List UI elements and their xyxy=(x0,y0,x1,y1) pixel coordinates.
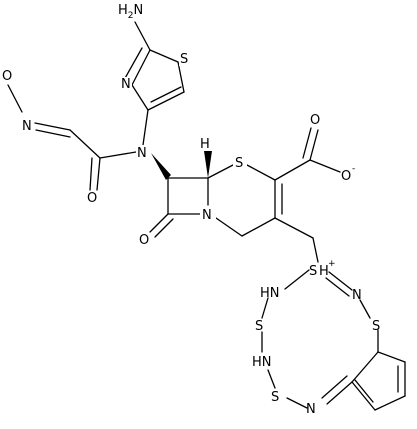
bond xyxy=(267,369,276,389)
bond xyxy=(325,277,350,297)
bond xyxy=(359,299,371,319)
label-ring-h: H xyxy=(200,137,210,152)
bond xyxy=(34,122,71,131)
label-macro-nh1: HN xyxy=(260,286,280,301)
bond xyxy=(123,47,143,81)
label-carboxyl-o-minus: O xyxy=(341,169,351,184)
label-oxime-n: N xyxy=(22,119,32,134)
bond xyxy=(149,213,169,233)
atom-labels: H2N S N N N O O H S N O O O - S H + HN S… xyxy=(2,3,380,417)
bond xyxy=(321,375,348,399)
bond xyxy=(274,159,311,181)
bond xyxy=(69,129,101,159)
label-sulfonium-s: S xyxy=(309,264,317,279)
label-sulfonium-h: H xyxy=(319,264,329,279)
label-amide-o: O xyxy=(87,191,97,206)
bonds xyxy=(7,21,406,411)
bond xyxy=(246,164,276,181)
label-macro-s2: S xyxy=(271,390,279,405)
bond xyxy=(312,237,319,263)
bond xyxy=(89,157,93,191)
bond xyxy=(134,21,151,51)
label-oxime-o: O xyxy=(2,69,12,84)
bond xyxy=(131,84,149,111)
label-sulfonium-charge: + xyxy=(328,259,336,269)
label-macro-n-right: N xyxy=(352,288,362,303)
label-lactam-o: O xyxy=(139,233,149,248)
bond xyxy=(354,379,374,403)
bond xyxy=(261,297,269,319)
bond xyxy=(207,164,234,179)
bond xyxy=(150,86,182,103)
label-lactam-n: N xyxy=(202,208,212,223)
bond xyxy=(149,49,179,63)
wedge-bond xyxy=(204,151,212,178)
bond xyxy=(177,61,185,93)
bond xyxy=(154,218,174,238)
bond xyxy=(99,151,137,159)
bond xyxy=(377,351,406,363)
bond xyxy=(35,129,71,138)
label-carboxyl-charge: - xyxy=(352,164,355,174)
label-carboxyl-o-top: O xyxy=(310,113,320,128)
bond xyxy=(142,109,149,146)
bond xyxy=(374,395,406,411)
bond xyxy=(309,129,319,161)
label-macro-n-bottom: N xyxy=(306,402,316,417)
bond xyxy=(351,381,376,411)
bond xyxy=(215,217,243,237)
label-thiazole-n: N xyxy=(121,77,131,92)
bond xyxy=(241,217,276,237)
bond xyxy=(309,159,341,173)
label-amide-n: N xyxy=(137,146,147,161)
label-ring-s: S xyxy=(235,156,243,171)
bond xyxy=(351,351,379,383)
bond xyxy=(284,269,310,290)
label-thiazole-s: S xyxy=(180,52,188,67)
label-h2n: H2N xyxy=(118,3,143,21)
wedge-bond xyxy=(151,153,171,180)
bond xyxy=(96,157,101,191)
bond xyxy=(302,127,312,159)
bond xyxy=(326,381,353,405)
bond xyxy=(328,271,353,291)
label-macro-nh2: HN xyxy=(252,355,272,370)
bond xyxy=(131,49,151,86)
bond xyxy=(147,91,185,111)
bond xyxy=(7,84,23,113)
label-macro-s1: S xyxy=(255,319,263,334)
bond xyxy=(286,397,308,409)
label-macro-s-right: S xyxy=(372,319,380,334)
bond xyxy=(274,217,314,239)
